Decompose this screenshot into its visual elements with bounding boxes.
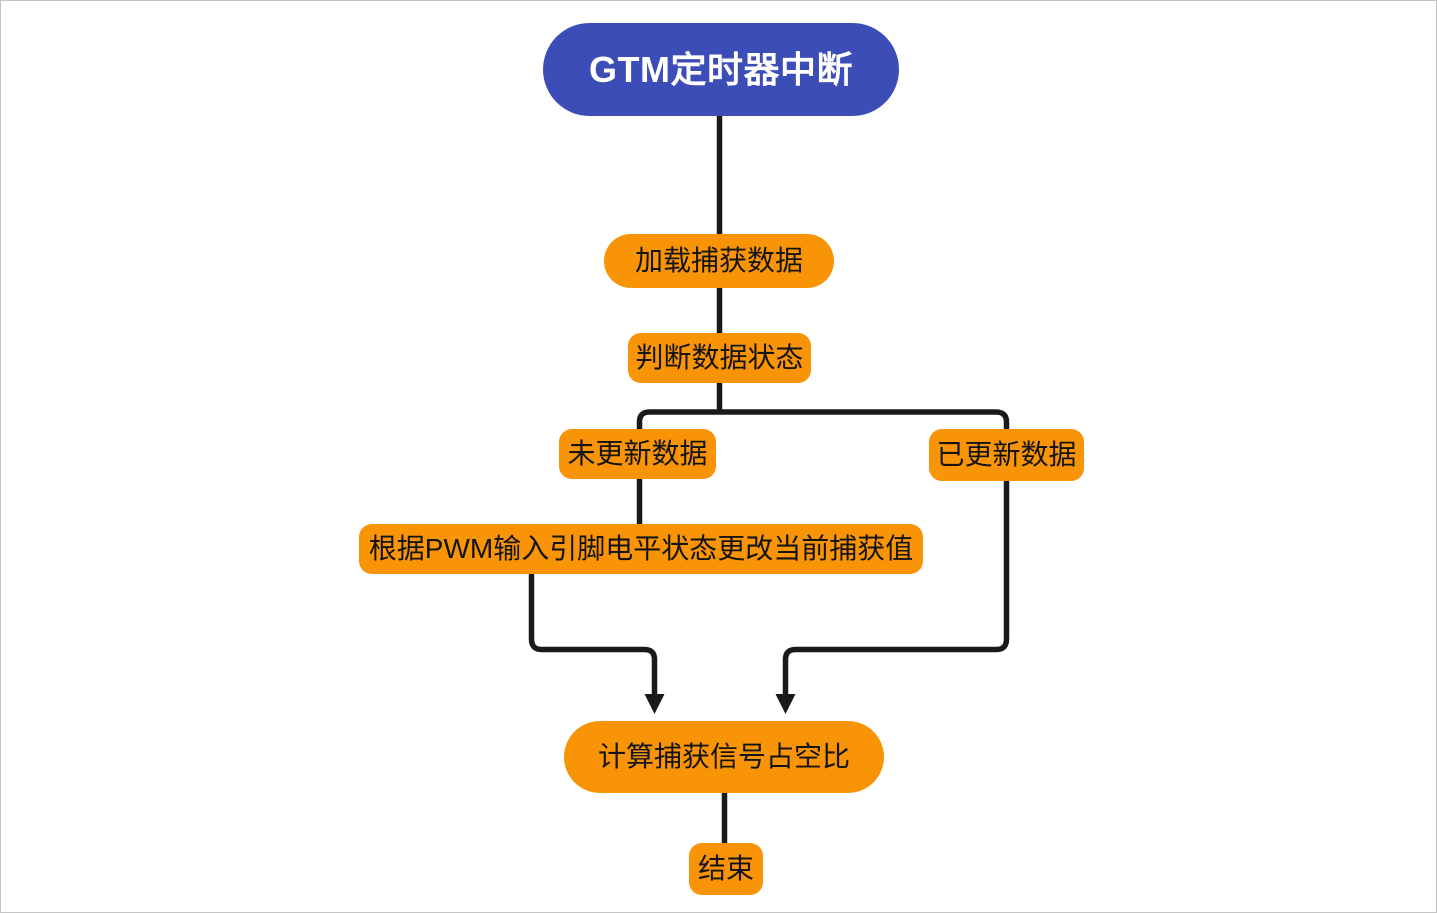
node-calculate-duty-cycle: 计算捕获信号占空比 <box>564 721 884 793</box>
arrowhead-left <box>644 694 665 714</box>
node-gtm-timer-interrupt: GTM定时器中断 <box>543 23 899 116</box>
node-end: 结束 <box>689 843 763 895</box>
arrowhead-right <box>775 694 796 714</box>
node-data-updated: 已更新数据 <box>929 429 1084 481</box>
edge-updated-calc <box>719 409 1010 698</box>
edge-judge-not-updated <box>636 409 720 526</box>
node-load-capture-data: 加载捕获数据 <box>604 234 834 288</box>
node-judge-data-status: 判断数据状态 <box>628 333 811 383</box>
node-data-not-updated: 未更新数据 <box>559 429 716 479</box>
edge-pwm-calc <box>528 572 658 698</box>
node-change-capture-value-by-pwm-pin-level: 根据PWM输入引脚电平状态更改当前捕获值 <box>359 524 923 574</box>
